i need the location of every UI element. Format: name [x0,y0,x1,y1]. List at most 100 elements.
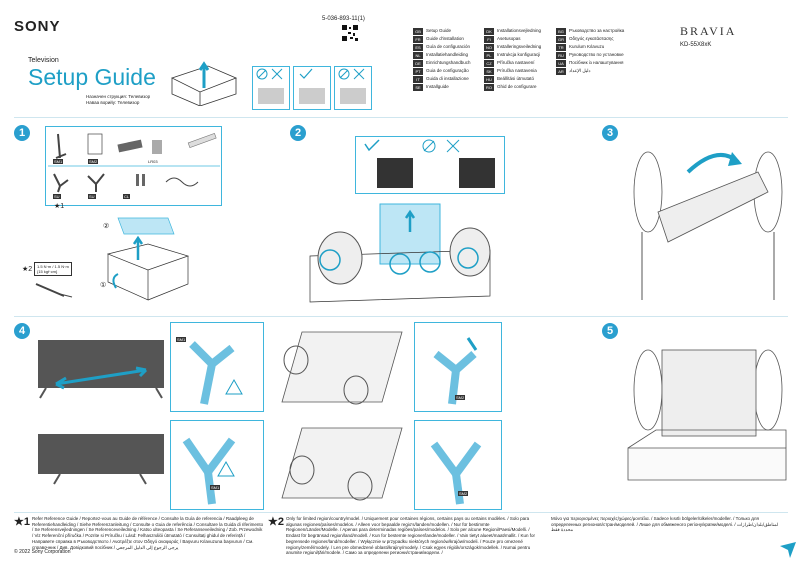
language-label: Посібник із налаштування [569,60,624,65]
section-divider [14,117,788,118]
language-code: HU [484,75,494,83]
corner-arrow-icon [780,542,796,558]
tv-narrow-stand-illustration [38,434,164,485]
sony-logo: SONY [14,18,61,35]
language-label: Příručka nastavení [497,60,535,65]
tv-back-stand-illustration-2 [281,427,403,501]
place-tv-illustration [627,349,787,481]
language-label: Einrichtungshandbuch [426,60,471,65]
stand-label: SM2 [455,395,466,400]
step-number-3: 3 [602,125,618,141]
bravia-logo: BRAVIA [680,24,737,38]
step-number-1: 1 [14,125,30,141]
stand-attach-panel-1 [170,322,264,412]
screw-torque-kgf: {15 kgf·cm} [37,269,58,274]
order-label-2: ② [103,223,110,230]
language-label: Guide d'installation [426,36,464,41]
language-code: SK [484,67,494,75]
caution-panel [252,66,372,110]
language-code: TR [556,43,566,51]
language-code: PL [484,51,494,59]
tv-box-illustration [170,61,238,106]
stand-attach-panel-3 [170,420,264,510]
product-type: Television [28,57,59,64]
language-code: IT [413,75,423,83]
step-number-5: 5 [602,323,618,339]
subtitle-line: Назначен струкция: Телевизор [86,94,151,99]
unboxing-illustration [106,217,190,301]
language-code: BG [556,27,566,35]
language-label: Ръководство за настройка [569,28,625,33]
section-divider [14,512,788,513]
step-number-4: 4 [14,323,30,339]
screw-spec-box: 1.5 N·m / 1.5 N·m {15 kgf·cm} [34,262,72,276]
lifting-tv-illustration [309,203,491,303]
language-code: DK [484,27,494,35]
star2-mark: ★2 [22,266,33,273]
part-label: SM2 [88,159,99,164]
stand-attach-illustration-4 [430,441,482,505]
language-label: Beállítási útmutató [497,76,535,81]
tv-wide-stand-illustration [38,340,164,399]
language-label: Instrukcja konfiguracji [497,52,541,57]
tv-back-stand-illustration-1 [281,331,403,405]
stand-label: SM1 [176,337,187,342]
star1-mark: ★1 [54,203,65,210]
language-code: RU [556,51,566,59]
language-label: Οδηγός εγκατάστασης [569,36,614,41]
language-label: Kurulum Kılavuzu [569,44,605,49]
stand-label: SM1 [210,485,221,490]
footnote-star1-mark: ★1 [14,516,30,528]
model-number: KD-55X8xK [680,42,712,48]
flip-tv-illustration [633,151,783,300]
language-code: GR [556,35,566,43]
accessories-panel [45,126,222,206]
screwdriver-icon [35,283,73,298]
accessories-illustration [48,132,220,193]
language-label: Installguide [426,84,449,89]
language-label: Setup Guide [426,28,452,33]
language-code: UA [556,59,566,67]
stand-attach-illustration-1 [189,341,243,405]
step-number-2: 2 [290,125,306,141]
language-code: FI [484,35,494,43]
language-code: DE [413,59,423,67]
language-code: SE [413,83,423,91]
language-label: Installeringsveiledning [497,44,542,49]
language-label: Installatiehandleiding [426,52,469,57]
language-code: RO [484,83,494,91]
footnote-star2-mark: ★2 [268,516,284,528]
language-code: NO [484,43,494,51]
language-code: CZ [484,59,494,67]
part-label: SU [53,194,61,199]
language-label: Руководство по установке [569,52,624,57]
copyright: © 2022 Sony Corporation [14,549,71,555]
language-code: ES [413,43,423,51]
language-label: دليل الإعداد [569,68,591,73]
language-label: Príručka nastavenia [497,68,537,73]
stand-attach-illustration-2 [433,337,478,405]
handling-caution-panel [355,136,505,194]
language-code: AR [556,67,566,75]
language-label: Guía de configuración [426,44,471,49]
language-code: PT [413,67,423,75]
subtitle-line: Наваа ворийу: Телевизор [86,100,140,105]
handling-caution-illustration [364,139,495,188]
